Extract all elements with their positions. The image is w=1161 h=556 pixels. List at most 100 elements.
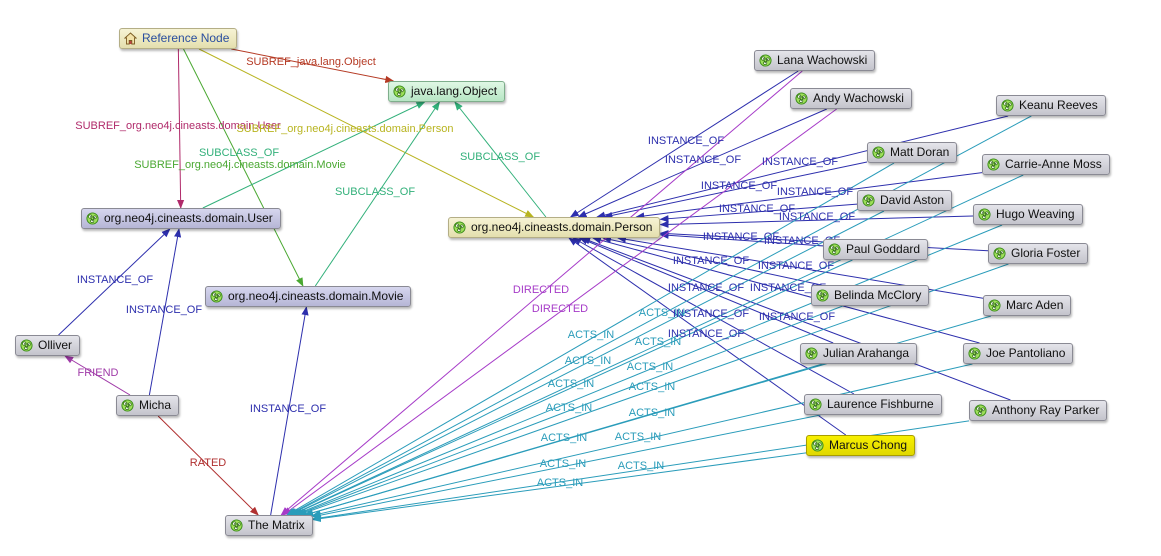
edge-acts-in[interactable] [287, 115, 1032, 516]
node-label: Marc Aden [1006, 298, 1064, 312]
node-micha[interactable]: Micha [116, 395, 180, 416]
edge-instance-of[interactable] [659, 215, 974, 228]
edge-acts-in[interactable] [311, 363, 973, 518]
edge-instance-of[interactable] [596, 115, 1009, 219]
edge-friend[interactable] [64, 355, 131, 396]
edge-instance-of[interactable] [58, 228, 171, 336]
edge-instance-of[interactable] [602, 236, 822, 286]
edge-subref-person[interactable] [198, 48, 535, 218]
edge-subclass[interactable] [454, 101, 547, 218]
edge-acts-in[interactable] [290, 174, 1024, 516]
edge-acts-in[interactable] [311, 452, 807, 523]
node-obj[interactable]: java.lang.Object [388, 81, 506, 102]
node-icon [805, 347, 818, 360]
node-belinda[interactable]: Belinda McClory [811, 285, 930, 306]
edge-acts-in[interactable] [311, 414, 821, 519]
node-user[interactable]: org.neo4j.cineasts.domain.User [81, 208, 281, 229]
edge-instance-of[interactable] [569, 70, 799, 218]
edge-instance-of[interactable] [577, 108, 828, 218]
edge-subref-user[interactable] [177, 48, 185, 209]
edge-instance-of[interactable] [635, 172, 983, 220]
edge-acts-in[interactable] [303, 363, 823, 517]
node-label: Marcus Chong [829, 438, 908, 452]
node-joe[interactable]: Joe Pantoliano [963, 343, 1074, 364]
node-person[interactable]: org.neo4j.cineasts.domain.Person [448, 217, 661, 238]
node-hugo[interactable]: Hugo Weaving [973, 204, 1083, 225]
edge-label: INSTANCE_OF [750, 282, 826, 294]
edge-label: INSTANCE_OF [668, 282, 744, 294]
node-laurence[interactable]: Laurence Fishburne [804, 394, 942, 415]
node-icon [974, 404, 987, 417]
node-label: Anthony Ray Parker [992, 403, 1100, 417]
edge-label: INSTANCE_OF [759, 311, 835, 323]
node-andy[interactable]: Andy Wachowski [790, 88, 912, 109]
edge-instance-of[interactable] [568, 237, 847, 436]
node-doran[interactable]: Matt Doran [867, 142, 958, 163]
node-marcus[interactable]: Marcus Chong [806, 435, 916, 456]
edge-acts-in[interactable] [291, 259, 853, 516]
edge-subref-movie[interactable] [183, 48, 304, 287]
node-label: Andy Wachowski [813, 91, 904, 105]
edge-label: SUBCLASS_OF [199, 147, 279, 159]
node-icon [987, 158, 1000, 171]
edge-label: INSTANCE_OF [779, 211, 855, 223]
edge-label: ACTS_IN [629, 407, 676, 419]
edge-subref-object[interactable] [231, 48, 395, 83]
node-matrix[interactable]: The Matrix [225, 515, 313, 536]
node-olliver[interactable]: Olliver [15, 335, 81, 356]
edge-label: ACTS_IN [541, 432, 588, 444]
edge-subclass[interactable] [314, 101, 440, 287]
node-anthony[interactable]: Anthony Ray Parker [969, 400, 1108, 421]
edge-directed[interactable] [280, 70, 803, 516]
edge-label: ACTS_IN [618, 460, 665, 472]
edge-label: ACTS_IN [639, 307, 686, 319]
edge-acts-in[interactable] [295, 305, 843, 516]
node-icon [988, 299, 1001, 312]
node-lana[interactable]: Lana Wachowski [754, 50, 876, 71]
node-carrie[interactable]: Carrie-Anne Moss [982, 154, 1110, 175]
edge-label: SUBREF_org.neo4j.cineasts.domain.Person [236, 123, 453, 135]
node-ref[interactable]: Reference Node [119, 28, 238, 49]
node-gloria[interactable]: Gloria Foster [988, 243, 1089, 264]
node-label: Reference Node [142, 31, 230, 45]
node-aston[interactable]: David Aston [857, 190, 953, 211]
edge-rated[interactable] [157, 415, 259, 516]
node-movie[interactable]: org.neo4j.cineasts.domain.Movie [205, 286, 412, 307]
node-icon [816, 289, 829, 302]
edge-label: SUBCLASS_OF [335, 186, 415, 198]
edge-instance-of[interactable] [148, 228, 182, 396]
edge-instance-of[interactable] [270, 306, 309, 516]
edge-label: INSTANCE_OF [762, 156, 838, 168]
node-icon [795, 92, 808, 105]
edge-instance-of[interactable] [659, 231, 824, 247]
edge-acts-in[interactable] [286, 162, 895, 516]
edge-acts-in[interactable] [288, 210, 885, 516]
edge-label: ACTS_IN [615, 431, 662, 443]
node-icon [121, 399, 134, 412]
node-goddard[interactable]: Paul Goddard [823, 239, 929, 260]
node-icon [230, 519, 243, 532]
edge-instance-of[interactable] [659, 203, 858, 223]
edges-layer [58, 48, 1032, 523]
node-icon [862, 194, 875, 207]
node-label: Julian Arahanga [823, 346, 910, 360]
edge-instance-of[interactable] [581, 237, 1011, 401]
node-icon [759, 54, 772, 67]
node-julian[interactable]: Julian Arahanga [800, 343, 918, 364]
node-icon [968, 347, 981, 360]
node-icon [1001, 99, 1014, 112]
node-keanu[interactable]: Keanu Reeves [996, 95, 1106, 116]
edge-directed[interactable] [282, 108, 837, 516]
node-label: David Aston [880, 193, 945, 207]
node-aden[interactable]: Marc Aden [983, 295, 1072, 316]
edge-label: SUBCLASS_OF [460, 151, 540, 163]
node-icon [210, 290, 223, 303]
edge-subclass[interactable] [202, 101, 426, 209]
edge-labels-layer: SUBREF_java.lang.ObjectSUBREF_org.neo4j.… [75, 56, 855, 489]
edge-label: INSTANCE_OF [758, 260, 834, 272]
edge-acts-in[interactable] [293, 224, 1003, 516]
edge-instance-of[interactable] [603, 161, 868, 219]
edge-label: INSTANCE_OF [665, 154, 741, 166]
node-label: org.neo4j.cineasts.domain.User [104, 211, 273, 225]
